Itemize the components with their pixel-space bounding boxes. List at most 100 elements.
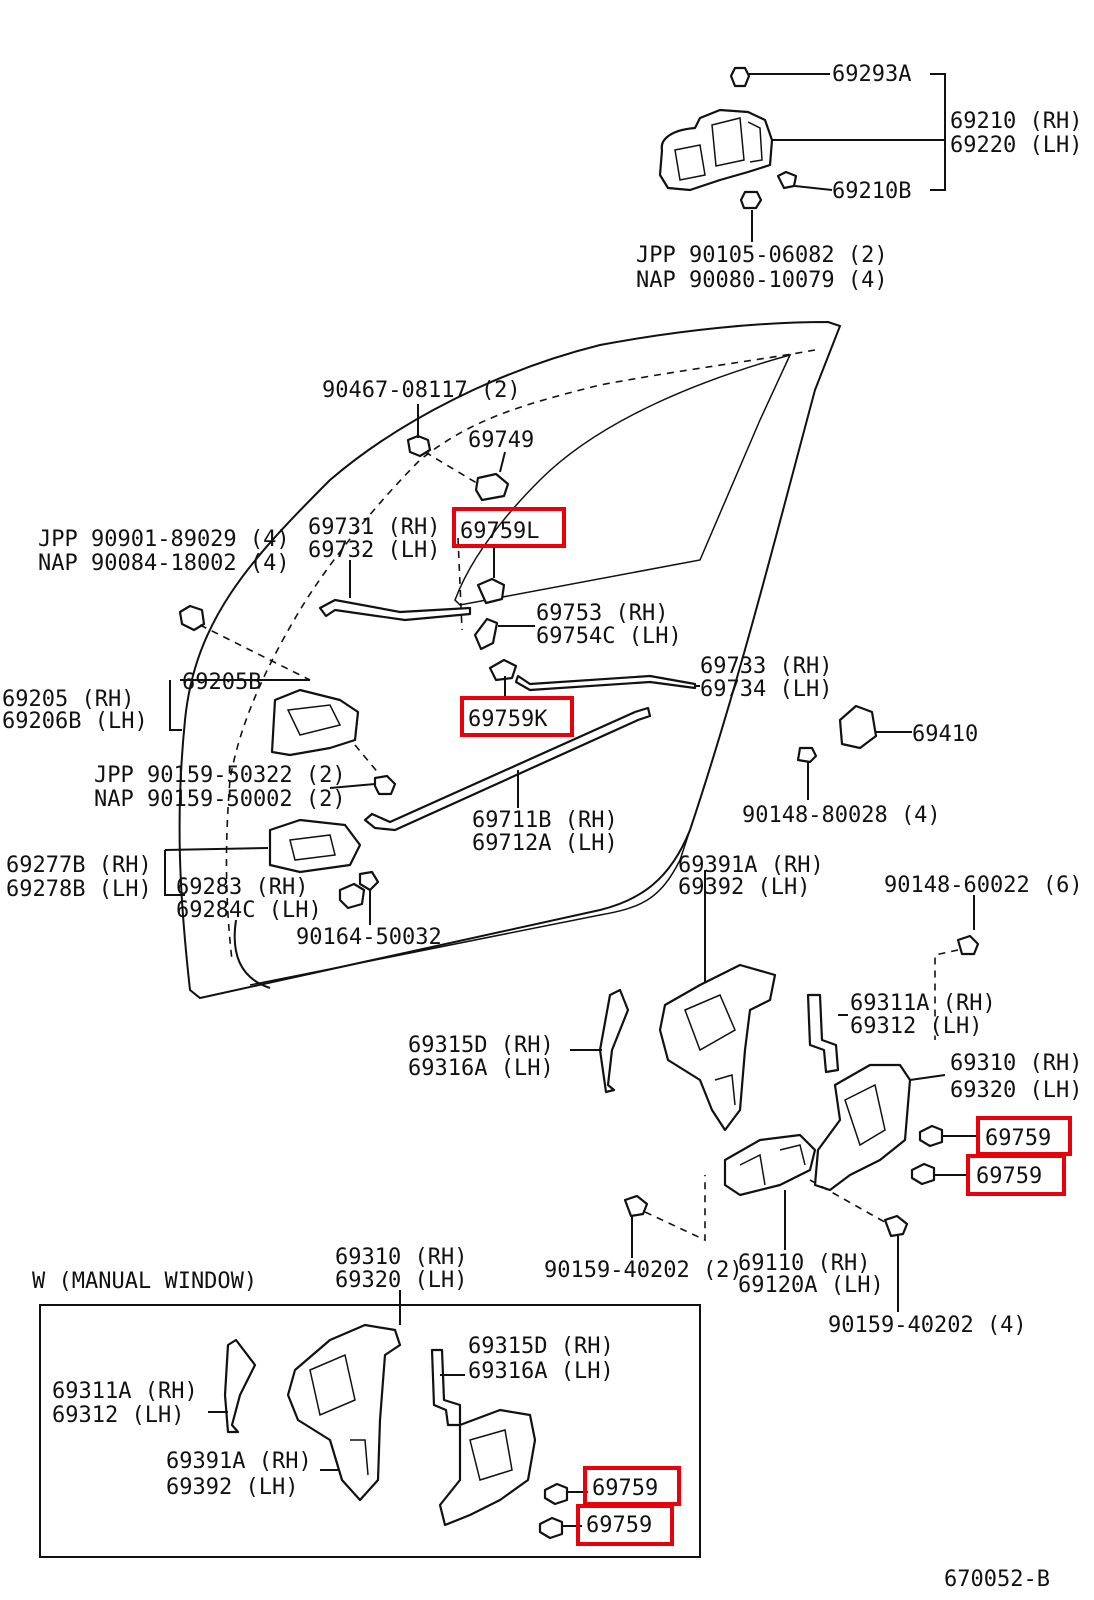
label-90159-40202-2: 90159-40202 (2) [544,1258,743,1283]
label-mw-69391A-rh: 69391A (RH) [166,1449,312,1474]
regulator-labels: 69311A (RH) 69312 (LH) 69315D (RH) 69316… [408,991,1082,1338]
guide-part-icon [474,472,510,502]
label-90159-40202-4: 90159-40202 (4) [828,1313,1027,1338]
door-outline [178,320,842,1000]
diagram-id-label: 670052-B [944,1567,1050,1592]
label-69312-lh: 69312 (LH) [850,1014,982,1039]
label-90148-60022: 90148-60022 (6) [884,873,1083,898]
clip-l-part-icon [476,577,506,605]
regulator-arm-part-icon [658,963,777,1132]
label-69110-rh: 69110 (RH) [738,1251,870,1276]
regulator-part-icon [813,1063,912,1192]
label-69284C-lh: 69284C (LH) [176,898,322,923]
screw-part-icon [358,870,380,892]
label-90164-50032: 90164-50032 [296,925,442,950]
label-69277B-rh: 69277B (RH) [6,853,152,878]
screw-part-icon [796,746,818,764]
label-69410: 69410 [912,722,978,747]
label-mw-69316A-lh: 69316A (LH) [468,1359,614,1384]
striker-part-icon [838,704,878,750]
label-69711B-rh: 69711B (RH) [472,808,618,833]
highlight-box-69759-b [966,1154,1066,1196]
inner-handle-part-icon [270,688,360,757]
label-69754C-lh: 69754C (LH) [536,624,682,649]
label-nap-90159: NAP 90159-50002 (2) [94,787,346,812]
clip-a-part-icon [543,1482,569,1506]
link-rod-part-icon [363,706,652,832]
bolt-part-icon [739,190,763,210]
highlight-box-69759K [460,696,574,737]
regulator-part-icon [286,1323,402,1502]
label-jpp-90105: JPP 90105-06082 (2) [636,243,888,268]
label-mw-69315D-rh: 69315D (RH) [468,1334,614,1359]
screw-part-icon [373,774,397,796]
highlight-box-mw-69759-b [576,1504,674,1546]
manual-window-labels: W (MANUAL WINDOW) 69310 (RH) 69320 (LH) … [32,1245,1050,1592]
clip-b-part-icon [538,1516,564,1540]
clip-part-icon [776,170,798,190]
bolt-part-icon [623,1194,649,1218]
label-69205B: 69205B [182,670,261,695]
outside-handle-part-icon [658,108,774,192]
label-69391A-rh: 69391A (RH) [678,853,824,878]
screw-part-icon [956,934,980,956]
label-69759K: 69759K [468,707,548,732]
label-69320-lh: 69320 (LH) [950,1078,1082,1103]
label-69283-rh: 69283 (RH) [176,875,308,900]
label-nap-90080: NAP 90080-10079 (4) [636,268,888,293]
cable-part-icon [430,1348,462,1427]
label-69293A: 69293A [832,62,911,87]
label-mw-69310-rh: 69310 (RH) [335,1245,467,1270]
label-69759L: 69759L [460,519,539,544]
label-69205-rh: 69205 (RH) [2,687,134,712]
clip-a-part-icon [918,1124,944,1148]
label-mw-69759-b: 69759 [586,1513,652,1538]
highlight-box-69759L [452,507,566,548]
label-69220-lh: 69220 (LH) [950,133,1082,158]
label-mw-69759-a: 69759 [592,1476,658,1501]
label-mw-69392-lh: 69392 (LH) [166,1475,298,1500]
regulator-lower-part-icon [438,1408,537,1527]
label-69316A-lh: 69316A (LH) [408,1056,554,1081]
screw-part-icon [178,604,206,632]
label-69311A-rh: 69311A (RH) [850,991,996,1016]
label-69210-rh: 69210 (RH) [950,109,1082,134]
label-69315D-rh: 69315D (RH) [408,1033,554,1058]
bolt-part-icon [883,1214,909,1238]
motor-part-icon [723,1133,817,1197]
regulator-rod-part-icon [598,988,630,1094]
label-69210B: 69210B [832,179,911,204]
screw-part-icon [729,66,751,88]
rod2-part-icon [514,674,697,692]
label-69734-lh: 69734 (LH) [700,677,832,702]
label-69310-rh: 69310 (RH) [950,1051,1082,1076]
lock-cover-part-icon [268,818,362,874]
regulator-assembly [570,895,980,1312]
manual-window-title: W (MANUAL WINDOW) [32,1269,257,1294]
rod-part-icon [806,993,840,1074]
label-69759-a: 69759 [985,1126,1051,1151]
label-69392-lh: 69392 (LH) [678,875,810,900]
knob-part-icon [338,882,366,910]
label-69731-rh: 69731 (RH) [308,515,440,540]
door-panel-outline [178,320,842,1000]
outside-handle-assembly: 69293A 69210 (RH) 69220 (LH) 69210B JPP … [636,62,1082,293]
label-mw-69320-lh: 69320 (LH) [335,1268,467,1293]
door-labels: 90467-08117 (2) 69749 69759L 69731 (RH) … [2,378,1083,950]
label-69733-rh: 69733 (RH) [700,654,832,679]
label-nap-90084: NAP 90084-18002 (4) [38,551,290,576]
label-90467: 90467-08117 (2) [322,378,521,403]
label-mw-69311A-rh: 69311A (RH) [52,1379,198,1404]
label-69712A-lh: 69712A (LH) [472,831,618,856]
label-69753-rh: 69753 (RH) [536,601,668,626]
label-jpp-90159: JPP 90159-50322 (2) [94,763,346,788]
label-69120A-lh: 69120A (LH) [738,1273,884,1298]
clip-k-part-icon [488,658,518,682]
label-mw-69312-lh: 69312 (LH) [52,1403,184,1428]
highlight-boxes [452,507,1072,1546]
label-69749: 69749 [468,428,534,453]
manual-window-box [39,1290,701,1558]
rod-part-icon [223,1338,257,1434]
rod-part-icon [318,598,472,622]
